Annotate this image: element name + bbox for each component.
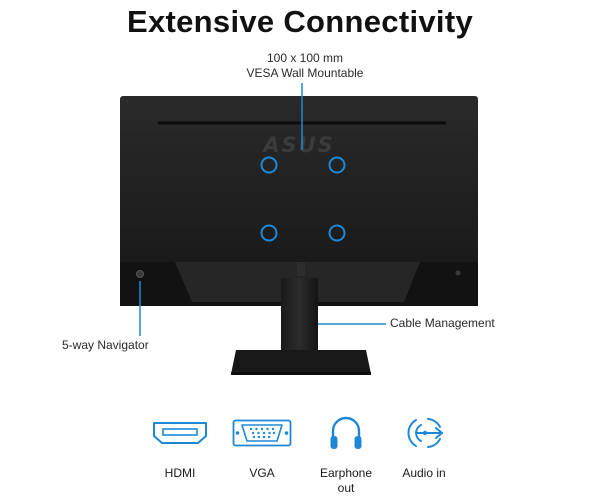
port-hdmi: HDMI xyxy=(140,410,220,481)
vesa-hole xyxy=(328,224,346,242)
monitor-illustration: ASUS xyxy=(120,83,478,375)
vesa-hole xyxy=(328,156,346,174)
brand-logo: ASUS xyxy=(261,133,335,157)
vesa-size-label: 100 x 100 mm xyxy=(266,51,344,65)
vesa-mount-label: VESA Wall Mountable xyxy=(246,66,364,80)
svg-text:ASUS: ASUS xyxy=(261,133,335,157)
vesa-callout: 100 x 100 mm VESA Wall Mountable xyxy=(220,51,390,81)
port-audio-in: Audio in xyxy=(384,410,464,481)
navigator-button xyxy=(136,270,461,278)
cable-management-label: Cable Management xyxy=(390,316,495,330)
vesa-mount-holes xyxy=(260,156,346,242)
navigator-label: 5-way Navigator xyxy=(62,338,149,352)
port-vga: VGA xyxy=(222,410,302,481)
page-title: Extensive Connectivity xyxy=(127,4,473,39)
audio-in-icon xyxy=(407,418,443,448)
port-label: Earphone out xyxy=(319,466,373,495)
headphones-icon xyxy=(330,416,362,449)
vga-port-icon xyxy=(232,419,292,447)
port-icons-row: HDMI VGA Earphon xyxy=(130,410,460,503)
hdmi-port-icon xyxy=(153,422,207,444)
vesa-hole xyxy=(260,156,278,174)
port-label: VGA xyxy=(249,466,275,480)
port-earphone: Earphone out xyxy=(306,410,386,496)
port-label: Audio in xyxy=(402,466,446,480)
monitor-stand xyxy=(231,262,371,375)
port-label: HDMI xyxy=(164,466,196,480)
vesa-hole xyxy=(260,224,278,242)
